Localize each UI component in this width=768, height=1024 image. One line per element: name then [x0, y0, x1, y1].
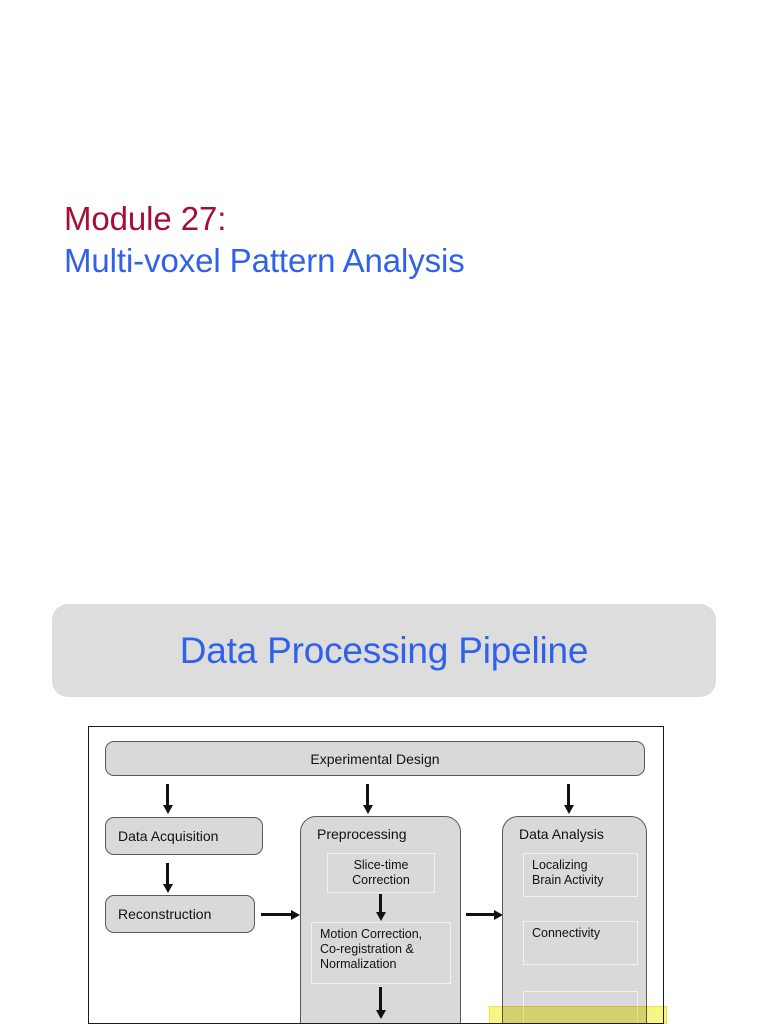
section-banner: Data Processing Pipeline: [52, 604, 716, 697]
subnode-connectivity-label: Connectivity: [532, 926, 601, 940]
subnode-slice-time-line2: Correction: [352, 872, 410, 887]
node-experimental-design: Experimental Design: [105, 741, 645, 776]
pipeline-diagram: Experimental Design Data Acquisition Rec…: [88, 726, 664, 1024]
subnode-motion-line1: Motion Correction,: [320, 927, 423, 941]
arrow-acquisition-to-reconstruction: [166, 863, 169, 885]
node-reconstruction-label: Reconstruction: [118, 906, 212, 922]
node-reconstruction: Reconstruction: [105, 895, 255, 933]
arrow-down-to-data-acquisition: [166, 784, 169, 806]
title-module-number: Module 27:: [64, 200, 227, 237]
section-banner-label: Data Processing Pipeline: [179, 629, 589, 671]
node-data-acquisition-label: Data Acquisition: [118, 828, 219, 844]
highlight-overlay: [489, 1006, 667, 1024]
page-title: Module 27: Multi-voxel Pattern Analysis: [64, 198, 465, 281]
arrow-reconstruction-to-preprocessing: [261, 913, 292, 916]
subnode-connectivity: Connectivity: [523, 921, 638, 965]
subnode-localizing-line1: Localizing: [532, 858, 588, 872]
node-experimental-design-label: Experimental Design: [310, 750, 440, 767]
column-preprocessing-heading: Preprocessing: [317, 826, 407, 842]
arrow-down-to-preprocessing: [366, 784, 369, 806]
subnode-localizing-line2: Brain Activity: [532, 872, 604, 887]
subnode-slice-time-correction: Slice-time Correction: [327, 853, 435, 893]
column-preprocessing: Preprocessing Slice-time Correction Moti…: [300, 816, 461, 1023]
arrow-preprocessing-to-data-analysis: [466, 913, 495, 916]
subnode-localizing-brain-activity: Localizing Brain Activity: [523, 853, 638, 897]
title-module-name: Multi-voxel Pattern Analysis: [64, 241, 465, 279]
arrow-motion-to-next-step: [379, 987, 382, 1011]
subnode-slice-time-line1: Slice-time: [353, 858, 409, 872]
subnode-motion-line2: Co-registration &: [320, 941, 414, 956]
subnode-motion-correction: Motion Correction, Co-registration & Nor…: [311, 922, 451, 984]
column-data-analysis: Data Analysis Localizing Brain Activity …: [502, 816, 647, 1023]
arrow-down-to-data-analysis: [567, 784, 570, 806]
arrow-slicetime-to-motion: [379, 894, 382, 913]
node-data-acquisition: Data Acquisition: [105, 817, 263, 855]
column-data-analysis-heading: Data Analysis: [519, 826, 604, 842]
subnode-motion-line3: Normalization: [320, 956, 397, 971]
